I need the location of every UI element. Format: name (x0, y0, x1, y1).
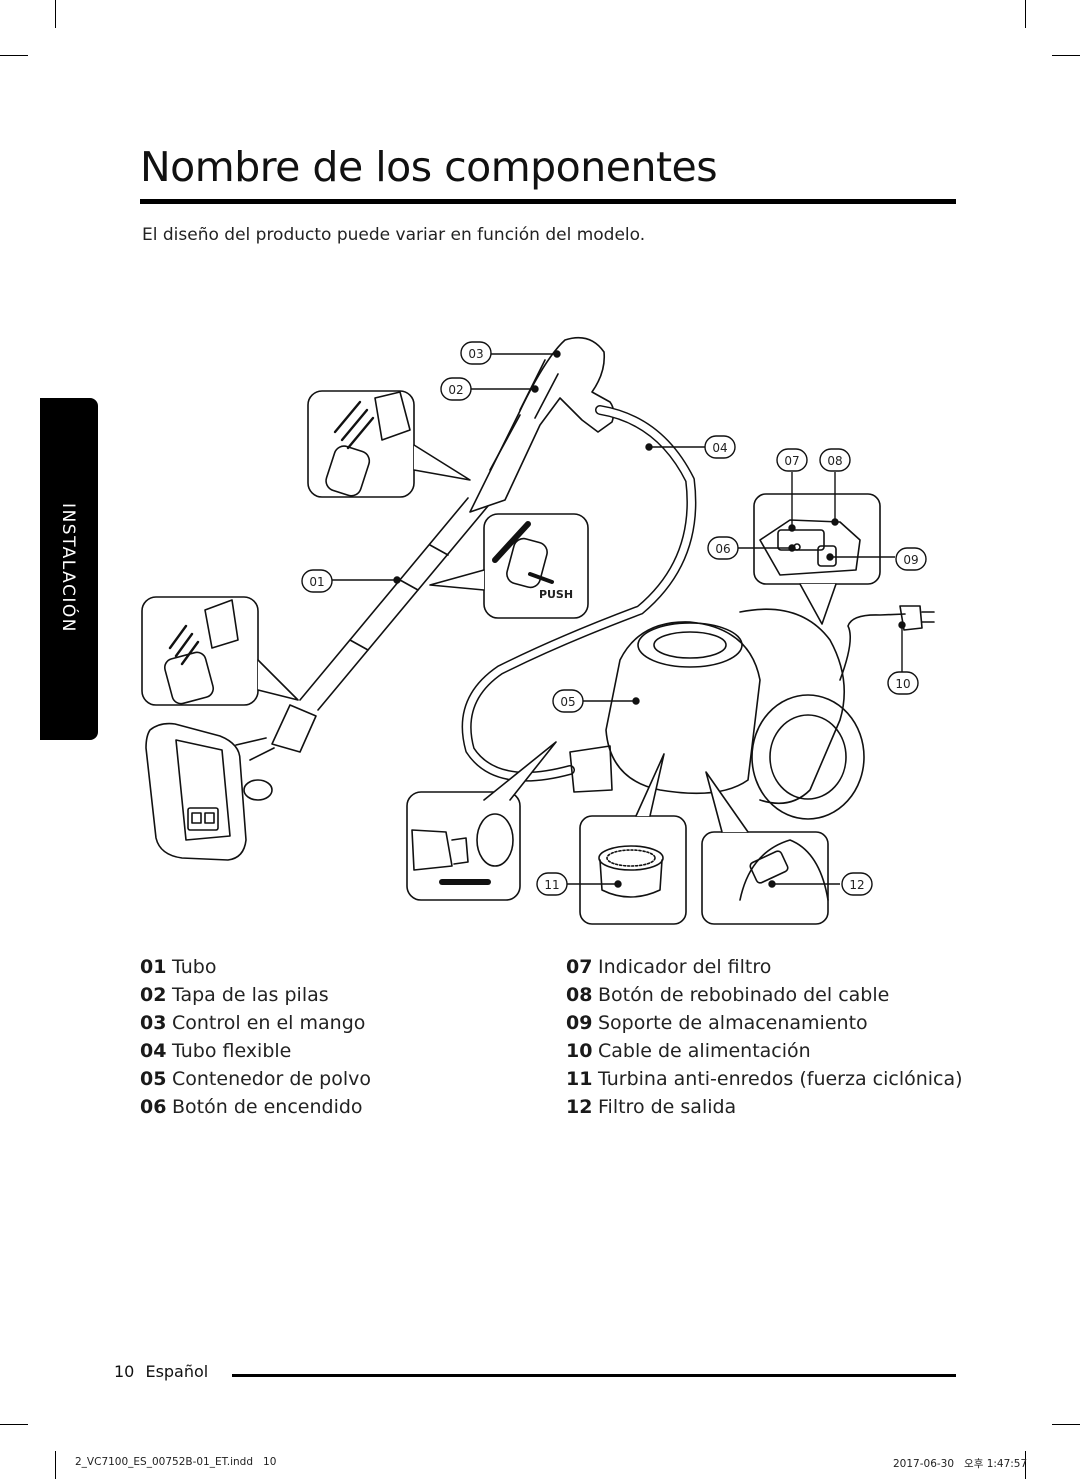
legend-number: 07 (566, 956, 593, 978)
print-slug-date: 2017-06-30 오후 1:47:57 (893, 1458, 1028, 1470)
section-tab (40, 398, 98, 740)
crop-mark (0, 55, 28, 56)
crop-mark (55, 1451, 56, 1479)
legend-label: Tubo flexible (172, 1040, 292, 1062)
crop-mark (1052, 55, 1080, 56)
crop-mark (1025, 1451, 1026, 1479)
callout-05: 05 (560, 695, 575, 709)
footer-rule (232, 1374, 956, 1377)
handle-drawing (469, 336, 615, 513)
floor-nozzle-drawing (271, 704, 317, 753)
legend-number: 06 (140, 1096, 167, 1118)
detail-box-tube-lock (141, 596, 259, 706)
callout-08: 08 (827, 454, 842, 468)
callout-09: 09 (903, 553, 918, 567)
title-rule (140, 199, 956, 204)
print-slug-file: 2_VC7100_ES_00752B-01_ET.indd 10 (75, 1456, 277, 1468)
page-footer: 10 Español (114, 1362, 208, 1381)
legend-label: Control en el mango (172, 1012, 366, 1034)
dust-bin-drawing (605, 621, 761, 795)
legend-label: Tubo (172, 956, 217, 978)
handle-grip (489, 359, 559, 471)
legend-number: 08 (566, 984, 593, 1006)
callout-06: 06 (715, 542, 730, 556)
callout-02: 02 (448, 383, 463, 397)
detail-box-hose-connect (406, 791, 521, 901)
legend-number: 04 (140, 1040, 167, 1062)
legend-number: 12 (566, 1096, 593, 1118)
callout-04: 04 (712, 441, 727, 455)
legend-number: 03 (140, 1012, 167, 1034)
detail-box-battery-cover (307, 390, 415, 498)
detail-box-push (483, 513, 589, 619)
legend-label: Tapa de las pilas (172, 984, 329, 1006)
legend-label: Contenedor de polvo (172, 1068, 371, 1090)
callout-11: 11 (544, 878, 559, 892)
page-title: Nombre de los componentes (140, 143, 718, 191)
page-subtitle: El diseño del producto puede variar en f… (142, 225, 646, 245)
detail-box-top-panel (753, 493, 881, 585)
legend-number: 02 (140, 984, 167, 1006)
nozzle-wheel (243, 779, 273, 801)
legend-number: 11 (566, 1068, 593, 1090)
legend-label: Botón de encendido (172, 1096, 363, 1118)
legend-number: 10 (566, 1040, 593, 1062)
legend-label: Cable de alimentación (598, 1040, 811, 1062)
legend-number: 09 (566, 1012, 593, 1034)
vacuum-diagram: 01 02 03 04 05 06 07 08 09 10 11 12 PUSH (141, 336, 935, 925)
callout-07: 07 (784, 454, 799, 468)
legend-label: Filtro de salida (598, 1096, 737, 1118)
page-number: 10 (114, 1362, 135, 1381)
crop-mark (1052, 1424, 1080, 1425)
footer-language: Español (145, 1362, 209, 1381)
crop-mark (0, 1424, 28, 1425)
legend-label: Indicador del filtro (598, 956, 772, 978)
push-label: PUSH (539, 588, 573, 601)
legend-number: 05 (140, 1068, 167, 1090)
callout-10: 10 (895, 677, 910, 691)
legend-number: 01 (140, 956, 167, 978)
legend-label: Botón de rebobinado del cable (598, 984, 890, 1006)
power-cord (839, 613, 906, 681)
callout-03: 03 (468, 347, 483, 361)
detail-box-outlet-filter (701, 831, 829, 925)
outlet-filter-cover (751, 694, 865, 820)
tube-drawing (299, 497, 489, 711)
legend-label: Soporte de almacenamiento (598, 1012, 868, 1034)
crop-mark (1025, 0, 1026, 28)
callout-12: 12 (849, 878, 864, 892)
callout-01: 01 (309, 575, 324, 589)
crop-mark (55, 0, 56, 28)
legend-label: Turbina anti-enredos (fuerza ciclónica) (598, 1068, 963, 1090)
